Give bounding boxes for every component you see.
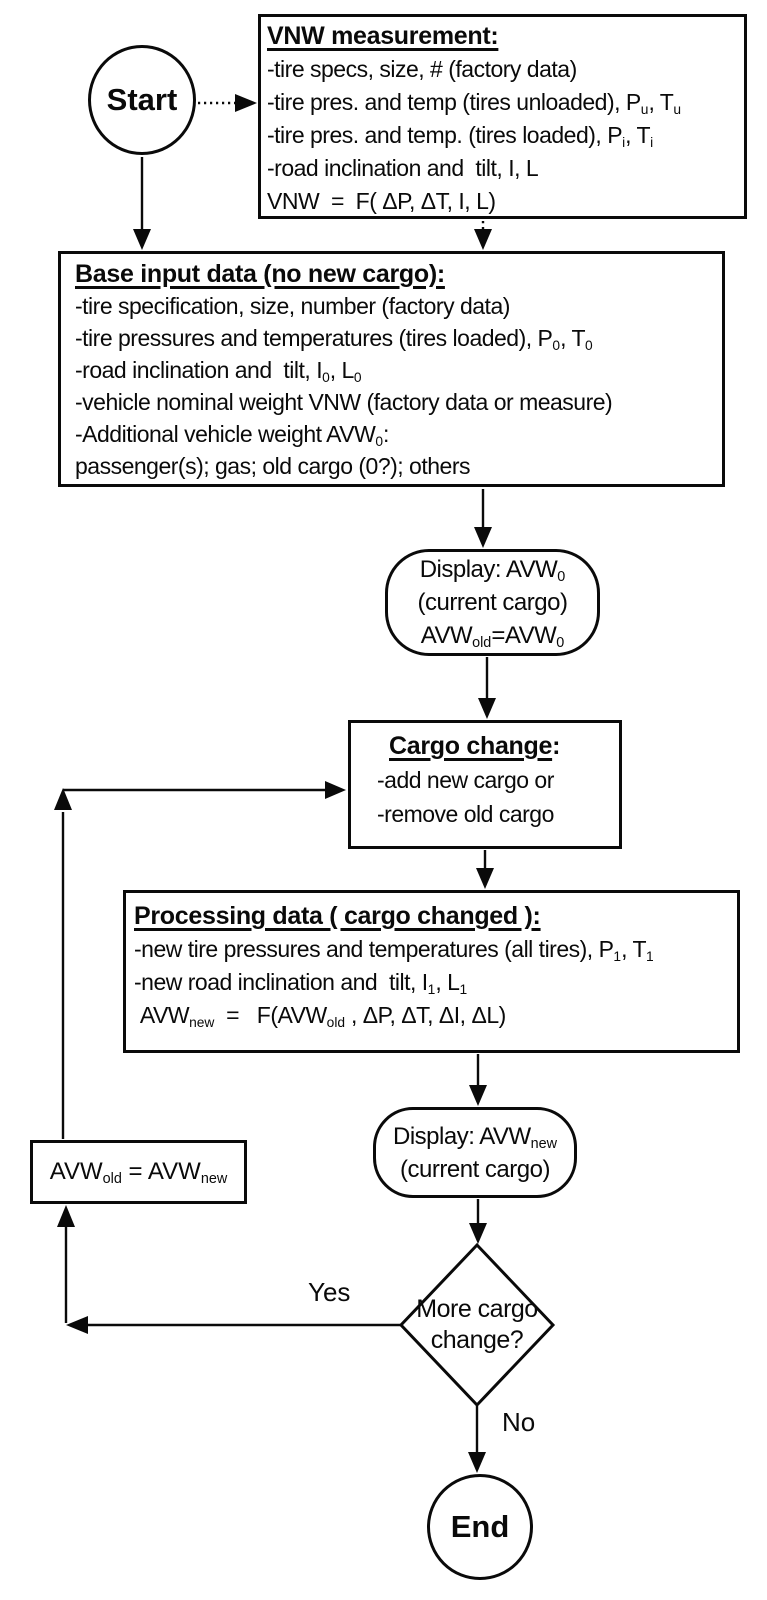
box-title-suffix: :	[552, 732, 561, 760]
text-line: -tire pressures and temperatures (tires …	[75, 325, 593, 353]
box-title-text: Base input data (no new cargo):	[75, 260, 445, 288]
text-line: AVWnew = F(AVWold , ΔP, ΔT, ΔI, ΔL)	[134, 1002, 506, 1030]
arrowhead-into-assign	[57, 1205, 75, 1227]
text-line: (current cargo)	[400, 1155, 550, 1183]
box-body: Display: AVW0 (current cargo) AVWold=AVW0	[418, 553, 568, 652]
arrowhead-into-base-right	[474, 229, 492, 250]
text-line: -tire specification, size, number (facto…	[75, 293, 510, 319]
text-line: change?	[430, 1326, 524, 1354]
assign-label: AVWold = AVWnew	[49, 1158, 228, 1188]
arrowhead-feedback-corner	[54, 788, 72, 810]
text-line: -road inclination and tilt, I0, L0	[75, 357, 362, 385]
decision-diamond-shape	[398, 1242, 556, 1408]
box-body: -new tire pressures and temperatures (al…	[134, 933, 735, 1032]
assign-box: AVWold = AVWnew	[30, 1140, 247, 1204]
arrowhead-into-end	[468, 1452, 486, 1473]
text-line: -add new cargo or	[377, 767, 554, 793]
text-line: -tire pres. and temp (tires unloaded), P…	[267, 89, 682, 117]
arrowhead-into-vnw	[235, 94, 257, 112]
text-line: AVWold=AVW0	[420, 622, 565, 652]
text-line: -Additional vehicle weight AVW0:	[75, 421, 389, 449]
end-label: End	[450, 1509, 510, 1544]
text-line: -remove old cargo	[377, 801, 554, 827]
text-line: (current cargo)	[417, 589, 568, 616]
text-line: -tire pres. and temp. (tires loaded), Pi…	[267, 122, 654, 150]
arrowhead-into-decision	[469, 1223, 487, 1244]
vnw-measurement-box: VNW measurement: -tire specs, size, # (f…	[258, 14, 747, 219]
arrowhead-into-cargo-top	[478, 698, 496, 719]
box-body: Display: AVWnew (current cargo)	[393, 1120, 557, 1186]
text-line: -new road inclination and tilt, I1, L1	[134, 969, 468, 997]
text-line: -road inclination and tilt, I, L	[267, 155, 539, 181]
text-line: VNW = F( ΔP, ΔT, I, L)	[267, 188, 496, 214]
end-node: End	[427, 1474, 533, 1580]
arrowhead-into-display0	[474, 527, 492, 548]
box-title: Cargo change:	[389, 729, 617, 763]
box-title-text: Cargo change	[389, 732, 553, 760]
display-avwnew-node: Display: AVWnew (current cargo)	[373, 1107, 577, 1198]
text-line: More cargo	[416, 1295, 538, 1323]
box-title-text: VNW measurement:	[267, 22, 499, 50]
text-line: passenger(s); gas; old cargo (0?); other…	[75, 453, 470, 479]
box-body: -tire specification, size, number (facto…	[75, 290, 718, 482]
text-line: Display: AVW0	[419, 556, 566, 586]
arrowhead-into-cargo-left	[325, 781, 346, 799]
text-line: Display: AVWnew	[393, 1122, 557, 1152]
edge-label-no: No	[502, 1407, 536, 1437]
arrowhead-into-base-left	[133, 229, 151, 250]
display-avw0-node: Display: AVW0 (current cargo) AVWold=AVW0	[385, 549, 600, 656]
start-node: Start	[88, 45, 196, 155]
decision-diamond-label: More cargo change?	[397, 1294, 557, 1356]
text-line: -tire specs, size, # (factory data)	[267, 56, 577, 82]
box-body: -add new cargo or -remove old cargo	[377, 763, 617, 831]
base-input-box: Base input data (no new cargo): -tire sp…	[58, 251, 725, 487]
arrowhead-into-processing	[476, 868, 494, 889]
processing-box: Processing data ( cargo changed ): -new …	[123, 890, 740, 1053]
text-line: -new tire pressures and temperatures (al…	[134, 936, 654, 964]
text-line: -vehicle nominal weight VNW (factory dat…	[75, 389, 613, 415]
arrowhead-into-displaynew	[469, 1085, 487, 1106]
box-title-text: Processing data ( cargo changed ):	[134, 902, 541, 930]
box-body: -tire specs, size, # (factory data) -tire…	[267, 53, 742, 218]
arrowhead-yes-corner	[66, 1316, 88, 1334]
box-title: Base input data (no new cargo):	[75, 258, 718, 290]
start-label: Start	[106, 82, 178, 117]
box-body: More cargo change?	[397, 1294, 557, 1356]
box-title: VNW measurement:	[267, 20, 742, 53]
cargo-change-box: Cargo change: -add new cargo or -remove o…	[348, 720, 622, 849]
box-title: Processing data ( cargo changed ):	[134, 900, 735, 933]
edge-label-yes: Yes	[308, 1277, 351, 1307]
